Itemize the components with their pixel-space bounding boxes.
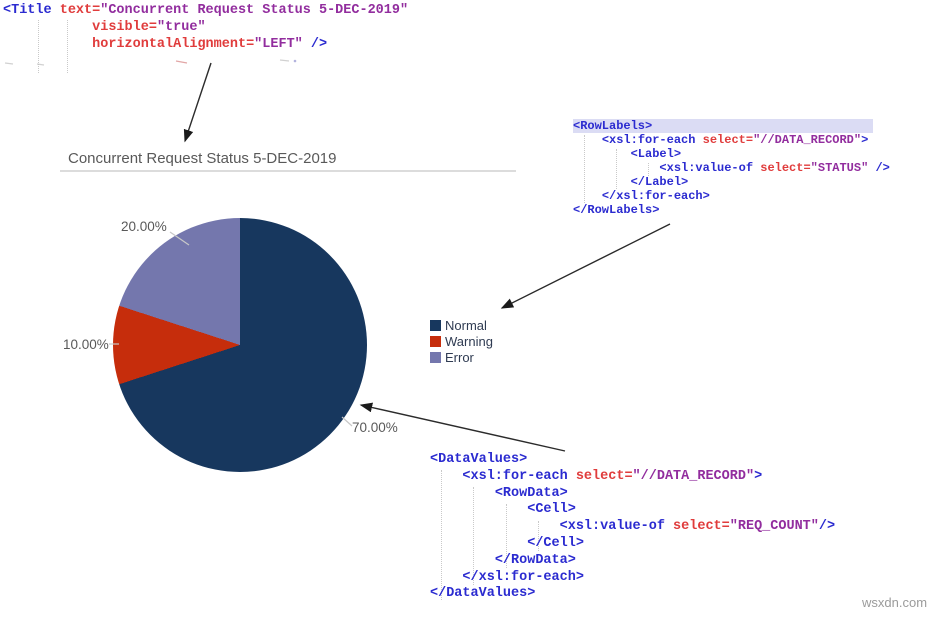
annotation-arrow-title bbox=[183, 62, 212, 143]
code-line: </RowLabels> bbox=[573, 203, 660, 217]
code-line: <xsl:for-each select="//DATA_RECORD"> bbox=[601, 133, 869, 147]
legend-swatch-error bbox=[430, 351, 441, 363]
code-line: <RowLabels> bbox=[573, 119, 873, 133]
code-line: horizontalAlignment="LEFT" /> bbox=[92, 37, 328, 52]
code-line: <Cell> bbox=[527, 502, 576, 518]
pie-label-error: 20.00% bbox=[121, 219, 167, 234]
title-code-block: <Title text="Concurrent Request Status 5… bbox=[3, 2, 408, 53]
code-line: </DataValues> bbox=[430, 586, 536, 602]
indent-guide bbox=[538, 521, 539, 551]
pie-label-normal: 70.00% bbox=[352, 420, 398, 435]
chart-title-underline bbox=[60, 170, 516, 172]
legend-swatch-normal bbox=[430, 319, 441, 331]
legend-item-warning: Warning bbox=[430, 333, 493, 349]
code-line: <RowData> bbox=[494, 485, 568, 501]
code-line: <xsl:value-of select="REQ_COUNT"/> bbox=[559, 519, 836, 535]
watermark: wsxdn.com bbox=[862, 595, 928, 610]
code-line: </Label> bbox=[630, 175, 689, 189]
code-line: </RowData> bbox=[494, 552, 576, 568]
legend-item-normal: Normal bbox=[430, 317, 493, 333]
annotation-arrow-legend bbox=[500, 223, 671, 309]
code-line: visible="true" bbox=[92, 20, 206, 35]
code-line: <xsl:for-each select="//DATA_RECORD"> bbox=[462, 468, 763, 484]
indent-guide bbox=[648, 163, 649, 176]
indent-guide bbox=[38, 20, 39, 73]
indent-guide bbox=[506, 504, 507, 568]
chart-legend: Normal Warning Error bbox=[430, 317, 493, 365]
pie-chart bbox=[113, 218, 367, 472]
code-line: </xsl:for-each> bbox=[462, 569, 584, 585]
code-line: </xsl:for-each> bbox=[601, 189, 710, 203]
legend-label: Normal bbox=[445, 317, 487, 333]
indent-guide bbox=[441, 470, 442, 600]
code-line: <Label> bbox=[630, 147, 682, 161]
row-labels-code-block: <RowLabels> <xsl:for-each select="//DATA… bbox=[573, 119, 890, 217]
indent-guide bbox=[473, 487, 474, 585]
indent-guide bbox=[616, 149, 617, 189]
legend-label: Warning bbox=[445, 333, 493, 349]
chart-title: Concurrent Request Status 5-DEC-2019 bbox=[68, 150, 337, 167]
legend-label: Error bbox=[445, 349, 474, 365]
legend-item-error: Error bbox=[430, 349, 493, 365]
legend-swatch-warning bbox=[430, 335, 441, 347]
code-line: <Title text="Concurrent Request Status 5… bbox=[3, 3, 409, 18]
indent-guide bbox=[584, 135, 585, 203]
code-line: <DataValues> bbox=[430, 452, 528, 467]
pie-label-warning: 10.00% bbox=[63, 337, 109, 352]
smudge-marks bbox=[4, 59, 297, 66]
code-line: <xsl:value-of select="STATUS" /> bbox=[659, 161, 890, 175]
indent-guide bbox=[67, 20, 68, 73]
data-values-code-block: <DataValues> <xsl:for-each select="//DAT… bbox=[430, 452, 835, 603]
code-line: </Cell> bbox=[527, 535, 584, 551]
